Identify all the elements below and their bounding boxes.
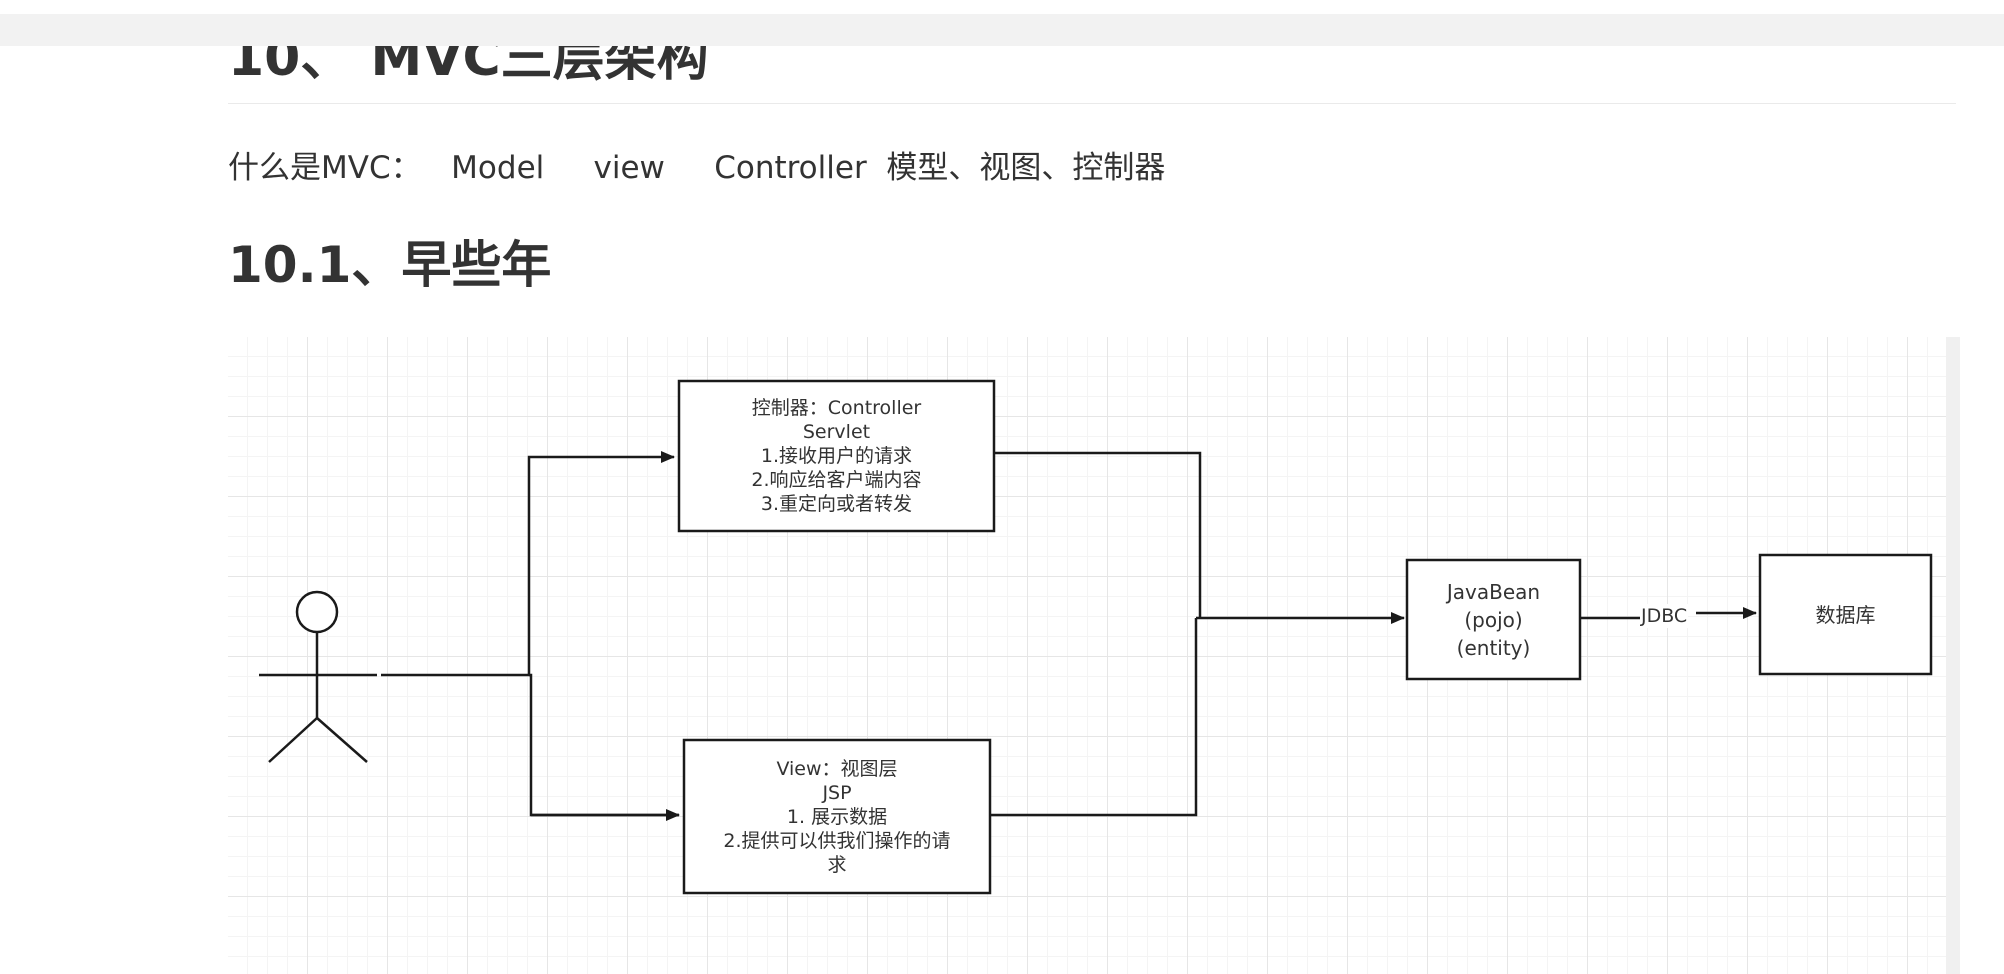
controller-line-3: 1.接收用户的请求 bbox=[760, 445, 913, 467]
view-line-2: JSP bbox=[822, 781, 852, 804]
user-actor-icon bbox=[259, 590, 377, 763]
view-line-1: View：视图层 bbox=[776, 757, 898, 780]
intro-view: view bbox=[593, 150, 665, 186]
javabean-line-1: JavaBean bbox=[1446, 579, 1541, 604]
intro-controller: Controller bbox=[714, 150, 867, 186]
javabean-box-label: JavaBean (pojo) (entity) bbox=[1407, 560, 1580, 679]
controller-line-4: 2.响应给客户端内容 bbox=[751, 469, 922, 491]
intro-prefix: 什么是MVC： bbox=[228, 150, 422, 186]
top-bar bbox=[0, 14, 2004, 46]
controller-to-model-line bbox=[994, 451, 1202, 618]
view-box-label: View：视图层 JSP 1. 展示数据 2.提供可以供我们操作的请 求 bbox=[684, 740, 990, 893]
controller-line-2: Servlet bbox=[802, 421, 871, 443]
arrow-to-controller bbox=[381, 451, 675, 677]
database-box-label: 数据库 bbox=[1760, 555, 1931, 674]
controller-line-5: 3.重定向或者转发 bbox=[760, 493, 913, 515]
intro-suffix: 模型、视图、控制器 bbox=[886, 150, 1166, 186]
database-line-1: 数据库 bbox=[1815, 602, 1876, 627]
view-line-4: 2.提供可以供我们操作的请 bbox=[723, 829, 951, 852]
jdbc-edge-label: JDBC bbox=[1640, 604, 1689, 628]
view-to-model-line bbox=[990, 618, 1198, 817]
view-box bbox=[682, 738, 992, 895]
database-box bbox=[1758, 553, 1933, 676]
arrow-to-view bbox=[529, 673, 679, 817]
javabean-box bbox=[1405, 558, 1582, 681]
controller-line-1: 控制器：Controller bbox=[751, 397, 922, 419]
intro-paragraph: 什么是MVC： Model view Controller 模型、视图、控制器 bbox=[228, 145, 1165, 191]
intro-model: Model bbox=[451, 150, 545, 186]
view-line-3: 1. 展示数据 bbox=[786, 805, 888, 828]
heading-divider bbox=[228, 103, 1956, 104]
controller-box-label: 控制器：Controller Servlet 1.接收用户的请求 2.响应给客户… bbox=[679, 381, 994, 531]
javabean-line-3: (entity) bbox=[1456, 635, 1531, 660]
controller-box bbox=[677, 379, 996, 533]
javabean-line-2: (pojo) bbox=[1464, 607, 1523, 632]
mvc-diagram bbox=[228, 337, 1946, 974]
scrollbar-track bbox=[1946, 337, 1960, 974]
subsection-heading: 10.1、早些年 bbox=[228, 236, 552, 294]
view-line-5: 求 bbox=[827, 853, 847, 876]
